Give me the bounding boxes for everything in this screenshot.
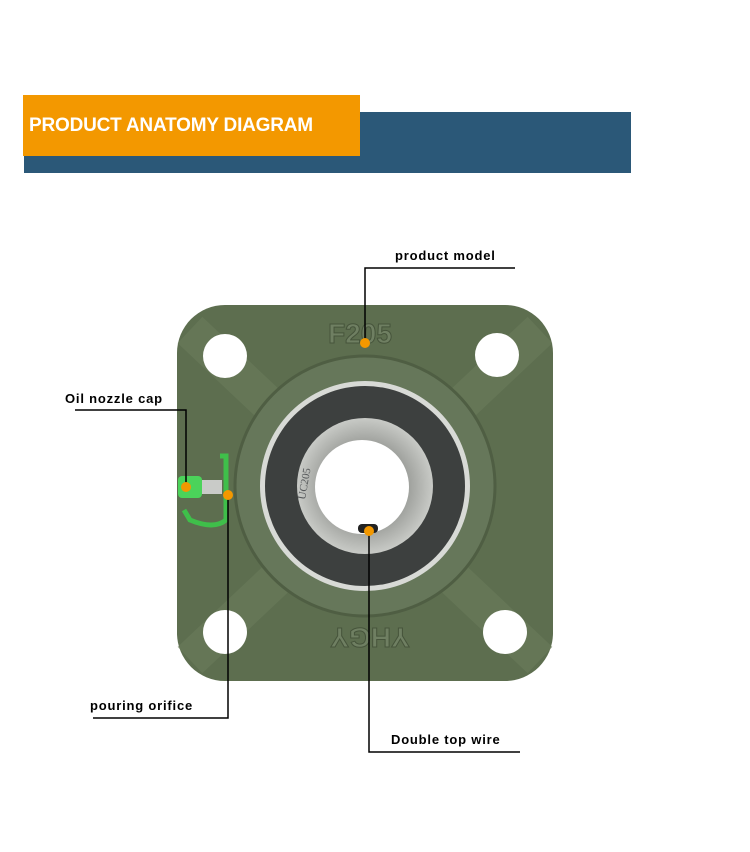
- brand-marking: YHGY: [330, 622, 410, 653]
- housing-marking: F205: [328, 318, 392, 349]
- callout-product-model: product model: [395, 248, 496, 263]
- page-title: PRODUCT ANATOMY DIAGRAM: [23, 95, 360, 156]
- bearing-housing: F205 YHGY UC205: [177, 305, 553, 681]
- callout-oil-nozzle-cap: Oil nozzle cap: [65, 391, 163, 406]
- callout-dots: [181, 338, 374, 536]
- mounting-hole: [203, 334, 247, 378]
- bore: [315, 440, 409, 534]
- mounting-hole: [203, 610, 247, 654]
- callout-pouring-orifice: pouring orifice: [90, 698, 193, 713]
- insert-marking: UC205: [296, 467, 313, 501]
- callout-double-top-wire: Double top wire: [391, 732, 501, 747]
- mounting-hole: [483, 610, 527, 654]
- callout-lines: [75, 267, 520, 753]
- mounting-hole: [475, 333, 519, 377]
